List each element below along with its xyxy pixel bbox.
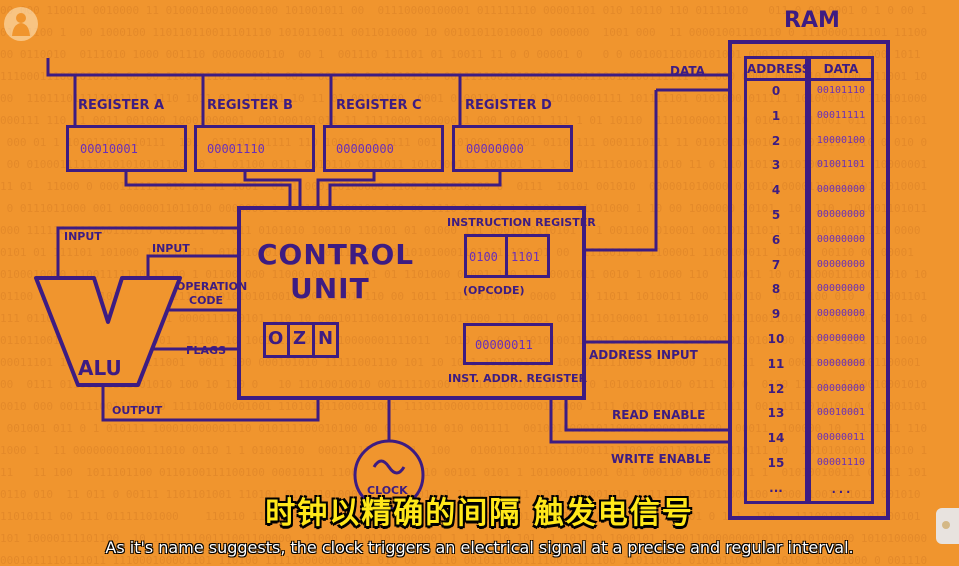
register-d-label: REGISTER D	[465, 98, 552, 113]
ram-address-cell: 13	[767, 406, 785, 421]
ram-address-cell: 15	[767, 456, 785, 470]
flag-overflow: O	[268, 328, 284, 349]
ram-header-divider	[744, 78, 874, 81]
control-unit-title-line2: UNIT	[290, 272, 370, 305]
ram-address-cell: 9	[771, 307, 781, 322]
ram-data-cell: 10000100	[816, 134, 866, 146]
write-enable-label: WRITE ENABLE	[611, 452, 712, 466]
subtitle-english: As it's name suggests, the clock trigger…	[105, 538, 854, 557]
ram-data-cell: 01001101	[816, 159, 866, 171]
ram-address-cell: 11	[767, 356, 785, 371]
operation-code-label-line2: CODE	[189, 294, 224, 307]
control-unit-box	[237, 206, 586, 400]
ram-address-cell: 6	[771, 232, 781, 247]
ram-data-cell: 00000000	[816, 233, 866, 245]
alu-shape	[34, 276, 182, 387]
opcode-label: (OPCODE)	[463, 284, 525, 297]
instruction-register-divider	[505, 234, 508, 278]
ram-address-cell: 8	[771, 282, 781, 297]
ram-header-address: ADDRESS	[747, 62, 811, 76]
register-c-value: 00000000	[336, 142, 394, 156]
ram-address-cell: 5	[771, 208, 781, 222]
clock-label: CLOCK	[367, 484, 408, 497]
pbs-logo-icon	[3, 6, 39, 42]
ram-address-cell: 1	[771, 108, 781, 123]
ram-data-cell: 00000000	[816, 258, 866, 270]
ram-data-cell: 00000000	[816, 209, 866, 220]
data-bus-label: DATA	[670, 64, 705, 78]
ram-data-column	[808, 56, 874, 504]
ram-address-cell: 4	[771, 183, 781, 198]
flags-divider-1	[287, 322, 290, 358]
ram-data-cell: 00000000	[816, 357, 866, 369]
alu-label: ALU	[78, 356, 122, 380]
instruction-opcode-value: 0100	[469, 250, 498, 264]
inst-addr-register-box	[463, 323, 553, 365]
ram-address-cell: 3	[771, 158, 781, 173]
register-b-box	[194, 125, 315, 172]
ram-address-cell: 0	[771, 84, 781, 98]
ram-address-cell: 2	[771, 133, 781, 148]
ram-data-cell: 00000000	[816, 308, 866, 320]
operation-code-label-line1: OPERATION	[176, 280, 248, 293]
ram-address-cell: 12	[767, 381, 785, 396]
ram-address-cell: ...	[769, 480, 783, 495]
ram-data-cell: 00000000	[816, 283, 866, 295]
ram-header-data: DATA	[823, 62, 859, 76]
alu-input-b-label: INPUT	[152, 242, 190, 255]
register-a-value: 00010001	[80, 142, 138, 156]
ram-address-column	[744, 56, 808, 504]
register-c-box	[323, 125, 444, 172]
corner-widget-icon	[936, 508, 959, 544]
ram-data-cell: 00000011	[816, 432, 866, 444]
ram-data-cell: 00000000	[816, 333, 866, 344]
ram-data-cell: 00001110	[816, 457, 866, 468]
ram-address-cell: 14	[767, 431, 785, 446]
ram-data-cell: 00000000	[816, 184, 866, 196]
ram-data-cell: ...	[830, 481, 852, 496]
register-b-value: 00001110	[207, 142, 265, 156]
address-input-label: ADDRESS INPUT	[589, 348, 698, 362]
ram-address-cell: 10	[767, 332, 785, 346]
ram-data-cell: 00010001	[816, 407, 866, 419]
alu-input-a-label: INPUT	[64, 230, 102, 243]
alu-output-label: OUTPUT	[112, 404, 163, 417]
ram-title: RAM	[784, 8, 840, 33]
flags-box	[263, 322, 339, 358]
subtitle-chinese: 时钟以精确的间隔 触发电信号	[265, 496, 694, 531]
inst-addr-register-value: 00000011	[475, 338, 533, 352]
ram-data-cell: 00011111	[816, 109, 866, 121]
register-c-label: REGISTER C	[336, 98, 422, 113]
instruction-address-value: 1101	[511, 250, 540, 264]
register-a-box	[66, 125, 187, 172]
read-enable-label: READ ENABLE	[612, 408, 706, 422]
ram-outer-box	[728, 40, 890, 520]
instruction-register-label: INSTRUCTION REGISTER	[447, 216, 596, 229]
register-b-label: REGISTER B	[207, 98, 293, 113]
flags-divider-2	[312, 322, 315, 358]
ram-address-cell: 7	[771, 257, 781, 272]
register-a-label: REGISTER A	[78, 98, 165, 113]
flags-label: FLAGS	[186, 344, 226, 357]
register-d-box	[452, 125, 573, 172]
register-d-value: 00000000	[466, 142, 524, 156]
flag-negative: N	[318, 328, 334, 349]
control-unit-title-line1: CONTROL	[257, 238, 415, 271]
flag-zero: Z	[293, 328, 307, 349]
inst-addr-register-label: INST. ADDR. REGISTER	[448, 372, 588, 385]
ram-data-cell: 00000000	[816, 382, 866, 394]
ram-data-cell: 00101110	[816, 85, 866, 96]
